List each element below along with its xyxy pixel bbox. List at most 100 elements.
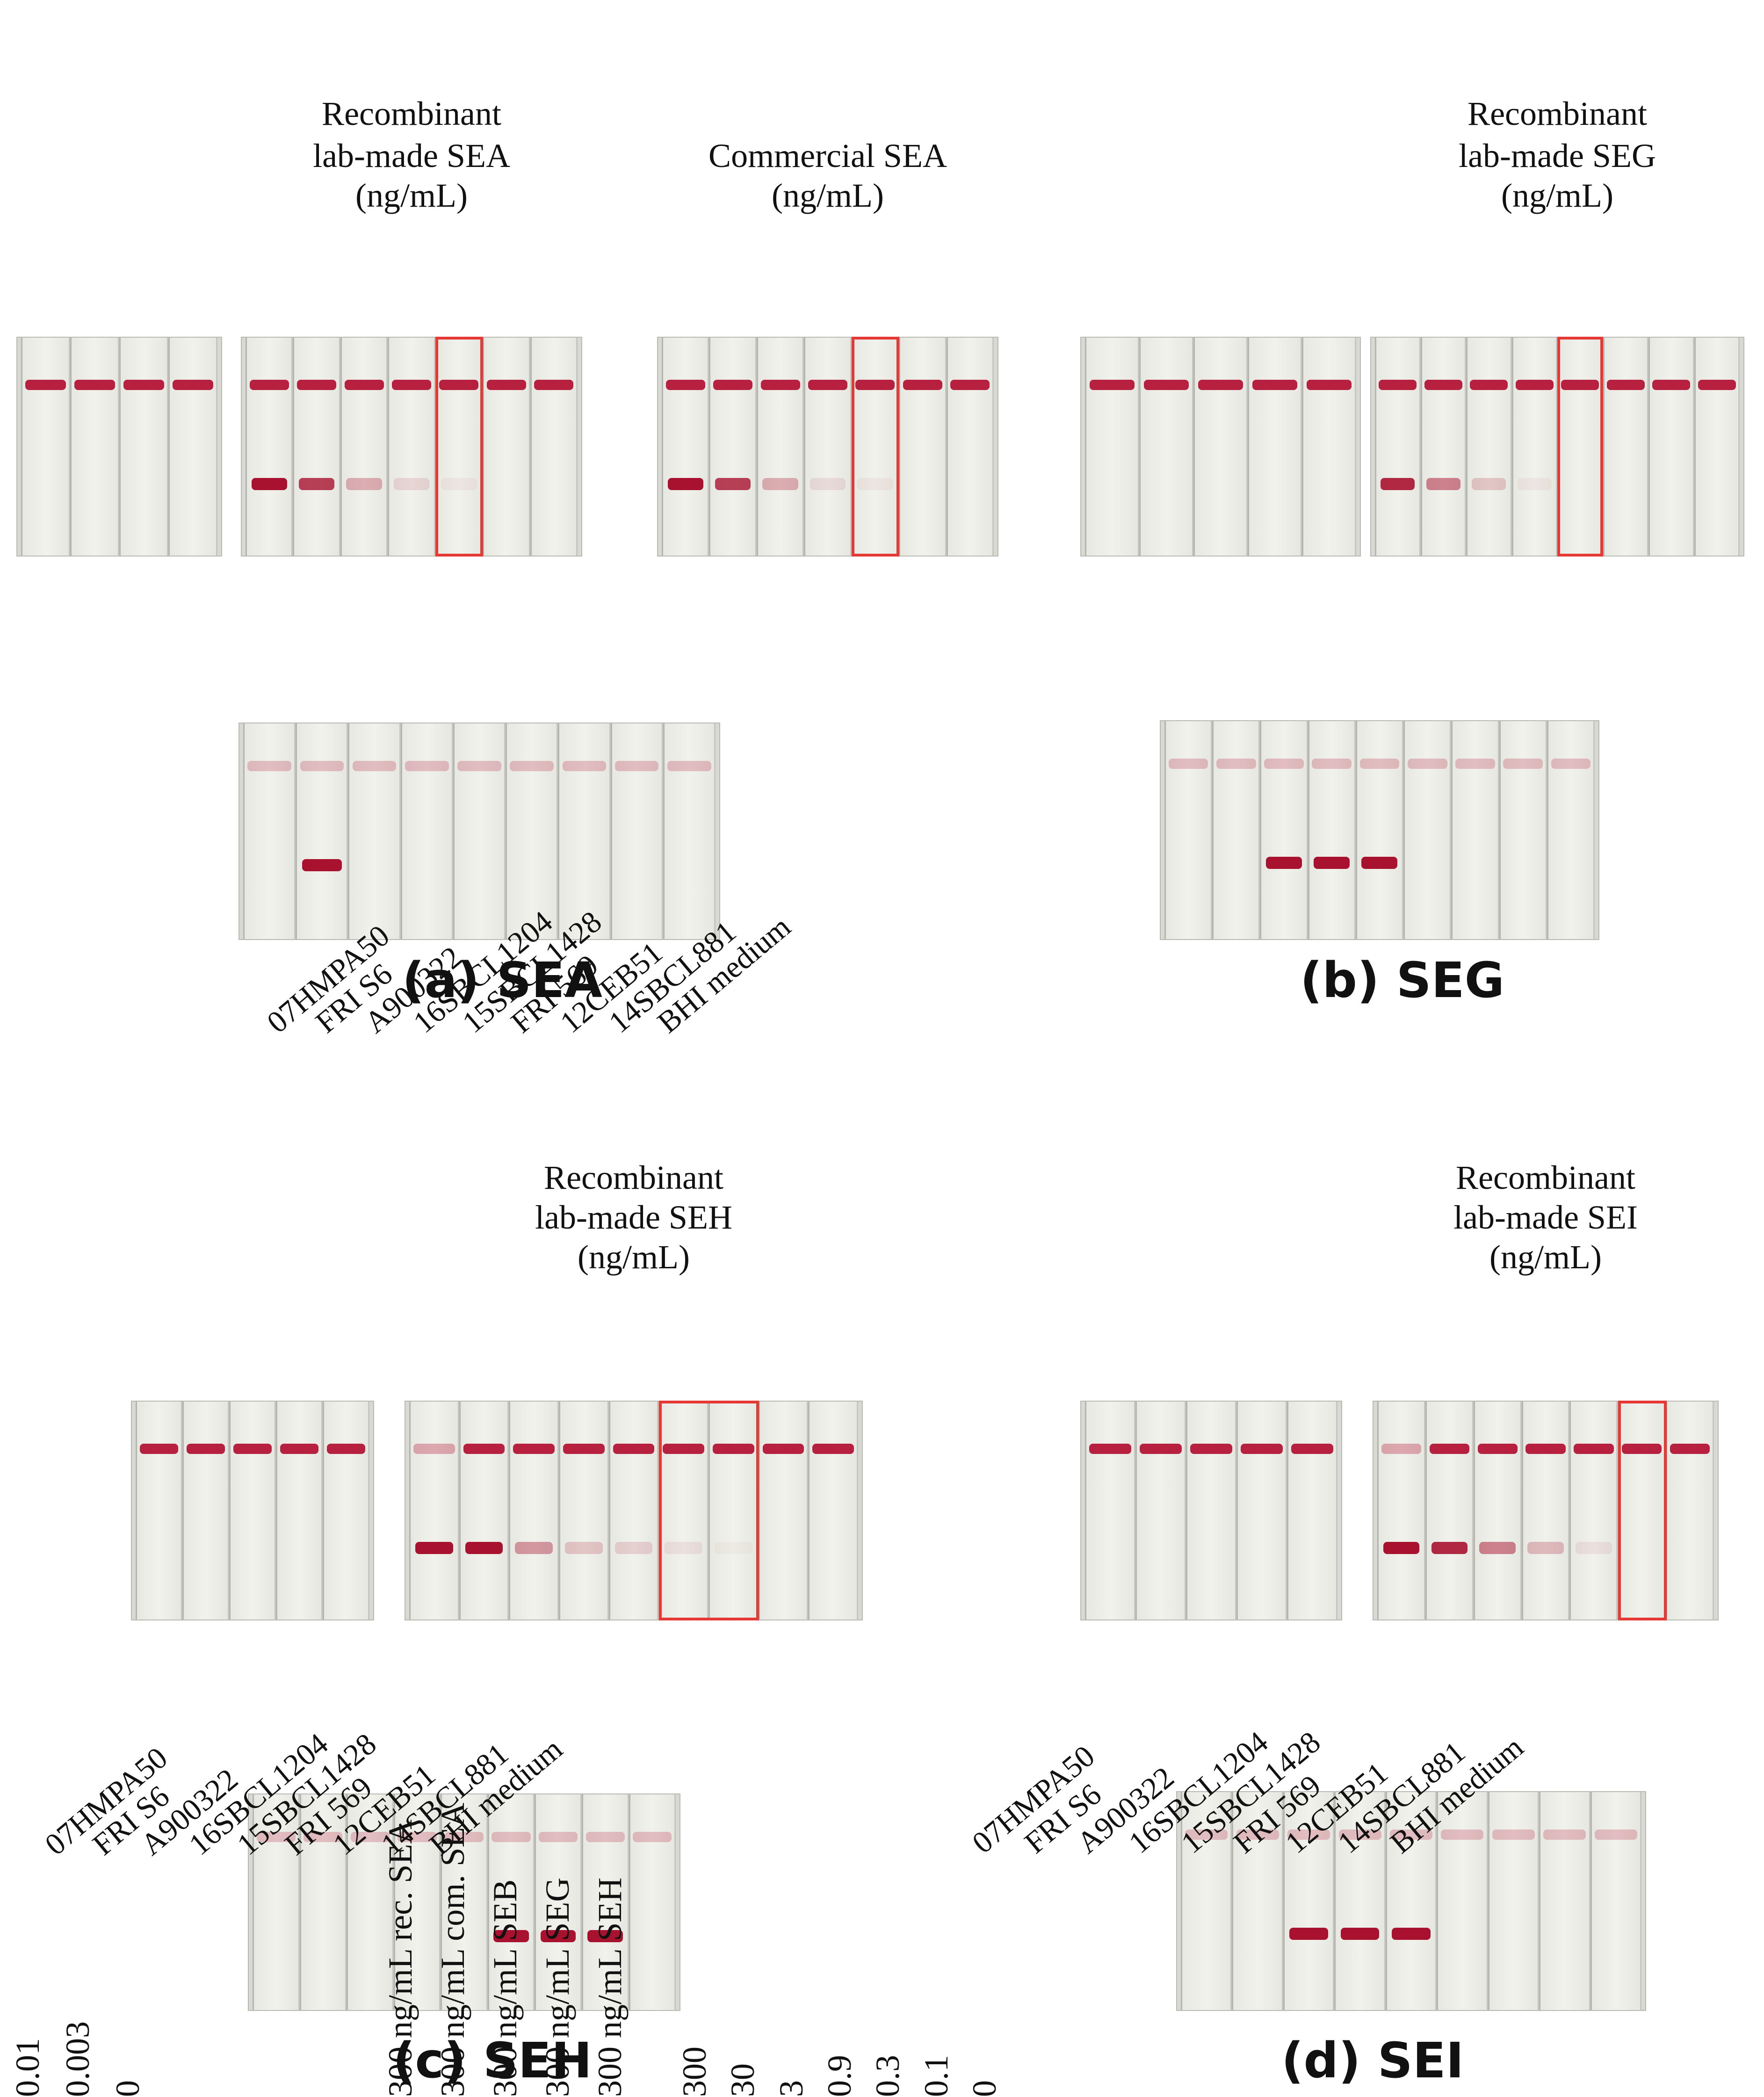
test-line	[540, 1930, 576, 1942]
group-title-line: (ng/mL)	[578, 1238, 690, 1276]
test-strip	[119, 338, 168, 556]
control-line	[1561, 380, 1599, 390]
control-line	[1543, 1829, 1586, 1840]
control-line	[398, 1832, 437, 1842]
test-strip	[1466, 338, 1512, 556]
control-line	[562, 761, 607, 771]
test-strip	[453, 723, 506, 939]
test-line	[810, 478, 846, 490]
test-strip	[535, 1794, 582, 2010]
test-strip	[1355, 721, 1404, 939]
control-strip-group	[1080, 1401, 1342, 1620]
test-strip	[1377, 1402, 1425, 1620]
test-strip	[1248, 338, 1302, 556]
test-line	[1289, 1928, 1328, 1940]
control-line	[413, 1444, 455, 1454]
test-strip	[1425, 1402, 1474, 1620]
control-line	[513, 1444, 555, 1454]
test-line	[251, 478, 287, 490]
test-strip	[1334, 1792, 1386, 2010]
control-line	[510, 761, 554, 771]
test-strip	[276, 1402, 323, 1620]
control-line	[1359, 759, 1400, 769]
control-line	[463, 1444, 505, 1454]
test-line	[587, 1930, 623, 1942]
test-strip	[756, 338, 804, 556]
control-line	[1140, 1444, 1182, 1454]
test-strip	[610, 723, 663, 939]
control-line	[1089, 1444, 1131, 1454]
test-strip	[459, 1402, 509, 1620]
control-line	[280, 1444, 319, 1454]
test-strip	[296, 723, 348, 939]
control-line	[405, 761, 449, 771]
test-strip	[1181, 1792, 1232, 2010]
control-line	[74, 380, 116, 390]
control-line	[439, 380, 479, 390]
panel-caption: (b) SEG	[1300, 952, 1505, 1009]
control-line	[563, 1444, 605, 1454]
control-line	[1312, 759, 1352, 769]
group-title-line: Recombinant	[544, 1159, 723, 1196]
control-line	[1551, 759, 1591, 769]
control-strip-group	[131, 1401, 374, 1620]
test-strip	[1511, 338, 1557, 556]
test-strip	[70, 338, 119, 556]
control-line	[249, 380, 289, 390]
test-strip	[1085, 1402, 1135, 1620]
control-line	[903, 380, 942, 390]
test-strip	[441, 1794, 488, 2010]
test-strip	[323, 1402, 369, 1620]
control-line	[1379, 380, 1417, 390]
test-strip	[393, 1794, 441, 2010]
test-line	[665, 1542, 702, 1554]
test-strip	[435, 338, 483, 556]
group-title-line: Recombinant	[1468, 95, 1647, 132]
control-line	[304, 1832, 343, 1842]
control-line	[713, 380, 753, 390]
panel-caption: (a) SEA	[402, 952, 602, 1009]
panel-caption: (d) SEI	[1281, 2032, 1464, 2089]
test-strip	[662, 338, 709, 556]
test-strip	[1403, 721, 1452, 939]
test-strip	[136, 1402, 182, 1620]
test-strip	[483, 338, 530, 556]
test-strip	[1375, 338, 1421, 556]
control-line	[762, 1444, 804, 1454]
group-title-line: Commercial SEA	[708, 137, 947, 174]
test-line	[1383, 1542, 1420, 1554]
control-line	[1492, 1829, 1535, 1840]
control-line	[1477, 1444, 1518, 1454]
control-line	[1216, 759, 1256, 769]
control-line	[172, 380, 214, 390]
test-strip	[1488, 1792, 1540, 2010]
test-line	[1266, 857, 1302, 869]
control-line	[1143, 380, 1189, 390]
test-line	[441, 478, 477, 490]
control-line	[391, 380, 431, 390]
test-strip	[1139, 338, 1193, 556]
test-strip	[1666, 1402, 1714, 1620]
test-line	[346, 478, 382, 490]
control-line	[586, 1832, 625, 1842]
control-line	[808, 380, 847, 390]
control-line	[1670, 1444, 1710, 1454]
control-line	[1429, 1444, 1469, 1454]
control-line	[256, 1832, 296, 1842]
control-line	[247, 761, 291, 771]
test-line	[715, 478, 751, 490]
test-strip	[1694, 338, 1740, 556]
strain-strip-group	[248, 1793, 680, 2011]
group-title-line: lab-made SEA	[313, 137, 510, 174]
control-line	[665, 380, 705, 390]
test-strip	[804, 338, 852, 556]
control-line	[486, 380, 526, 390]
control-line	[1606, 380, 1645, 390]
control-line	[1252, 380, 1298, 390]
test-line	[565, 1542, 603, 1554]
control-line	[492, 1832, 531, 1842]
control-strip-group	[16, 337, 222, 557]
test-strip	[168, 338, 217, 556]
control-line	[633, 1832, 672, 1842]
strain-strip-group	[1176, 1791, 1646, 2011]
